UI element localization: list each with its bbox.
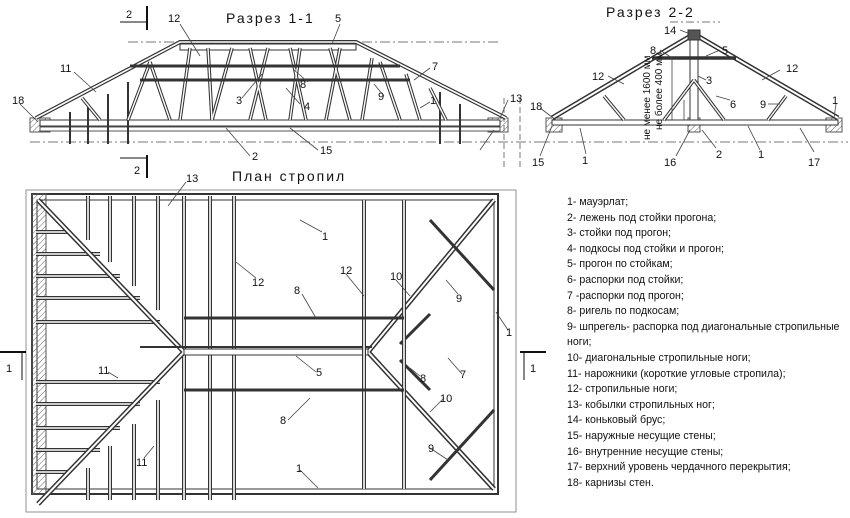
callout: 1 bbox=[322, 231, 328, 243]
callout: 1 bbox=[430, 95, 436, 107]
callout: 11 bbox=[136, 457, 147, 469]
callout: 1 bbox=[758, 149, 764, 161]
legend-item: 12- стропильные ноги; bbox=[567, 383, 678, 396]
callout: 2 bbox=[126, 9, 132, 21]
section-2-title: Разрез 2-2 bbox=[606, 4, 695, 20]
legend-item: 13- кобылки стропильных ног; bbox=[567, 398, 715, 411]
callout: 5 bbox=[335, 13, 341, 25]
callout: 9 bbox=[428, 443, 434, 455]
legend-item: 18- карнизы стен. bbox=[567, 476, 654, 489]
callout: 3 bbox=[236, 95, 242, 107]
callout: 9 bbox=[456, 293, 462, 305]
callout: 1 bbox=[296, 463, 302, 475]
callout: 18 bbox=[12, 95, 24, 107]
section-1-1 bbox=[19, 6, 540, 178]
section-2-2 bbox=[539, 21, 848, 157]
legend-item: 14- коньковый брус; bbox=[567, 414, 666, 427]
callout: 10 bbox=[390, 271, 402, 283]
callout: 7 bbox=[432, 61, 438, 73]
callout: 15 bbox=[532, 157, 544, 169]
legend-item: 9- шпрегель- распорка под диагональные с… bbox=[567, 320, 840, 349]
callout: 12 bbox=[252, 277, 264, 289]
callout: 8 bbox=[294, 285, 300, 297]
callout: 4 bbox=[304, 101, 310, 113]
callout: 1 bbox=[530, 363, 536, 375]
legend-item: 8- ригель по подкосам; bbox=[567, 305, 680, 318]
min-height-note: не менее 1600 мм bbox=[642, 55, 653, 140]
legend-item: 11- нарожники (короткие угловые стропила… bbox=[567, 367, 786, 380]
callout: 12 bbox=[592, 71, 604, 83]
rafter-plan bbox=[0, 181, 546, 513]
callout: 12 bbox=[168, 13, 180, 25]
callout: 8 bbox=[300, 79, 306, 91]
legend-item: 16- внутренние несущие стены; bbox=[567, 445, 724, 458]
callout: 6 bbox=[730, 99, 736, 111]
legend-item: 4- подкосы под стойки и прогон; bbox=[567, 242, 724, 255]
callout: 5 bbox=[316, 367, 322, 379]
callout: 10 bbox=[440, 393, 452, 405]
callout: 9 bbox=[378, 91, 384, 103]
callout: 5 bbox=[722, 45, 728, 57]
callout: 1 bbox=[832, 95, 838, 107]
legend: 1- мауэрлат; 2- лежень под стойки прогон… bbox=[567, 195, 847, 491]
legend-item: 5- прогон по стойкам; bbox=[567, 258, 673, 271]
callout: 7 bbox=[460, 369, 466, 381]
callout: 12 bbox=[786, 63, 798, 75]
legend-item: 10- диагональные стропильные ноги; bbox=[567, 351, 751, 364]
legend-item: 1- мауэрлат; bbox=[567, 196, 629, 208]
callout: 13 bbox=[186, 173, 198, 185]
callout: 12 bbox=[340, 265, 352, 277]
callout: 3 bbox=[706, 75, 712, 87]
callout: 1 bbox=[582, 155, 588, 167]
callout: 1 bbox=[6, 363, 12, 375]
callout: 8 bbox=[280, 415, 286, 427]
legend-item: 3- стойки под прогон; bbox=[567, 227, 672, 240]
vertical-notes: не менее 1600 мм не более 400 мм bbox=[642, 52, 665, 140]
section-1-title: Разрез 1-1 bbox=[226, 10, 315, 26]
max-height-note: не более 400 мм bbox=[653, 52, 665, 130]
legend-item: 7 -распорки под прогон; bbox=[567, 289, 684, 302]
callout: 2 bbox=[716, 149, 722, 161]
callout: 2 bbox=[134, 165, 140, 177]
callout: 2 bbox=[252, 151, 258, 163]
plan-title: План стропил bbox=[232, 168, 347, 184]
callout: 18 bbox=[530, 101, 542, 113]
callout: 8 bbox=[420, 373, 426, 385]
legend-item: 2- лежень под стойки прогона; bbox=[567, 211, 717, 224]
callout-labels: 2 2 1 1 12 5 11 18 3 8 4 7 9 1 13 2 15 1… bbox=[6, 9, 838, 475]
callout: 8 bbox=[650, 45, 656, 57]
callout: 16 bbox=[664, 157, 676, 169]
legend-item: 15- наружные несущие стены; bbox=[567, 429, 716, 442]
legend-item: 17- верхний уровень чердачного перекрыти… bbox=[567, 461, 791, 474]
callout: 17 bbox=[808, 157, 820, 169]
callout: 1 bbox=[506, 327, 512, 339]
callout: 11 bbox=[60, 63, 71, 75]
callout: 13 bbox=[510, 93, 522, 105]
callout: 9 bbox=[760, 99, 766, 111]
callout: 11 bbox=[98, 365, 109, 377]
legend-item: 6- распорки под стойки; bbox=[567, 273, 684, 286]
callout: 15 bbox=[320, 145, 332, 157]
callout: 14 bbox=[664, 25, 676, 37]
